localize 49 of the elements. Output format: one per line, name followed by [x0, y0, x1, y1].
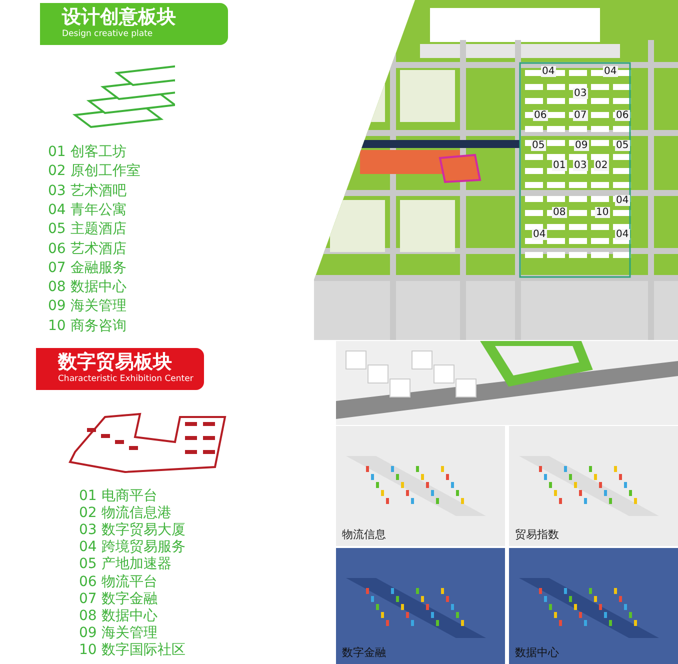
list-item: 10 数字国际社区	[79, 640, 186, 659]
list-item: 02 原创工作室	[48, 162, 140, 180]
list-item: 01 创客工坊	[48, 143, 126, 161]
plan-number: 04	[603, 66, 618, 77]
list-item: 05 产地加速器	[79, 555, 172, 574]
list-item: 07 金融服务	[48, 258, 126, 277]
list-item: 08 数据中心	[48, 278, 126, 296]
list-item: 09 海关管理	[79, 624, 158, 642]
render-panel	[509, 426, 678, 546]
plan-number: 04	[532, 229, 547, 240]
plan-number: 06	[533, 110, 548, 121]
list-item: 03 数字贸易大厦	[79, 521, 186, 539]
plan-number: 05	[531, 140, 546, 151]
list-item: 01 电商平台	[79, 487, 158, 505]
plate-banner	[40, 3, 228, 45]
panel-caption: 贸易指数	[515, 527, 559, 542]
banner-title: 数字贸易板块	[58, 350, 173, 374]
banner-subtitle: Design creative plate	[62, 29, 154, 40]
list-item: 09 海关管理	[48, 297, 126, 316]
plan-number: 10	[595, 207, 610, 218]
plan-number: 04	[615, 195, 630, 206]
list-item: 02 物流信息港	[79, 504, 172, 522]
plan-number: 03	[573, 88, 588, 99]
banner-subtitle: Characteristic Exhibition Center	[58, 374, 194, 385]
plan-number: 05	[615, 140, 630, 151]
banner-title: 设计创意板块	[62, 5, 177, 29]
panel-caption: 数字金融	[342, 645, 386, 660]
plan-number: 08	[552, 207, 567, 218]
list-item: 06 物流平台	[79, 572, 158, 590]
plan-number: 01	[552, 160, 567, 171]
plan-number: 07	[573, 110, 588, 121]
plate-banner	[36, 348, 204, 390]
list-item: 06 艺术酒店	[48, 240, 126, 258]
panel-caption: 数据中心	[515, 645, 559, 660]
panel-caption: 物流信息	[342, 527, 386, 542]
list-item: 07 数字金融	[79, 590, 158, 608]
list-item: 03 艺术酒吧	[48, 182, 126, 200]
plan-number: 03	[573, 160, 588, 171]
list-item: 05 主题酒店	[48, 220, 126, 238]
plan-number: 02	[594, 160, 609, 171]
render-panel	[336, 426, 505, 546]
list-item: 10 商务咨询	[48, 316, 126, 335]
list-item: 08 数据中心	[79, 606, 158, 625]
plan-number: 09	[574, 140, 589, 151]
plan-number: 04	[541, 66, 556, 77]
list-item: 04 跨境贸易服务	[79, 538, 186, 556]
plan-number: 04	[615, 229, 630, 240]
list-item: 04 青年公寓	[48, 200, 126, 219]
plan-number: 06	[615, 110, 630, 121]
